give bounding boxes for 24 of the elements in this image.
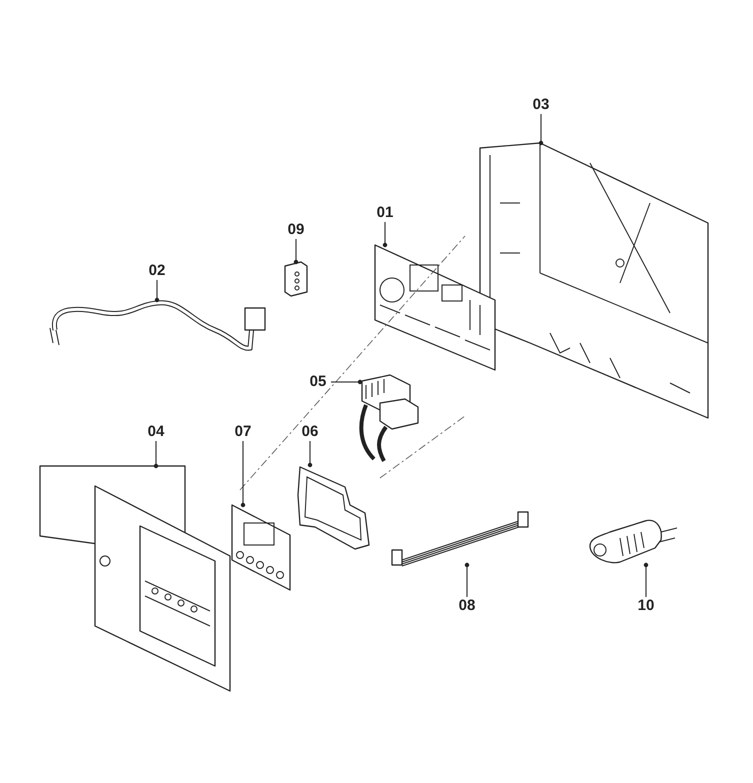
leader-line — [154, 440, 158, 468]
callout-number: 03 — [528, 96, 554, 114]
leader-line — [382, 222, 388, 248]
callout-number: 09 — [283, 221, 309, 239]
callout-number: 07 — [230, 423, 256, 441]
ribbon-cable-drawing — [390, 512, 530, 565]
leader-line — [538, 114, 544, 146]
callout-number: 02 — [144, 262, 170, 280]
leader-line — [240, 440, 246, 508]
leader-line — [464, 562, 470, 598]
leader-line — [154, 280, 160, 302]
connector-block-drawing — [283, 262, 309, 296]
leader-line — [294, 238, 298, 264]
callout-number: 10 — [633, 597, 659, 615]
callout-number: 08 — [454, 597, 480, 615]
callout-number: 04 — [143, 423, 169, 441]
connector-drawing — [360, 375, 420, 463]
leader-line — [644, 562, 648, 598]
callout-number: 06 — [297, 423, 323, 441]
callout-number: 01 — [372, 204, 398, 222]
callout-number: 05 — [305, 373, 331, 391]
leader-line — [330, 380, 362, 384]
leader-line — [308, 440, 312, 468]
display-board-drawing — [230, 505, 292, 590]
